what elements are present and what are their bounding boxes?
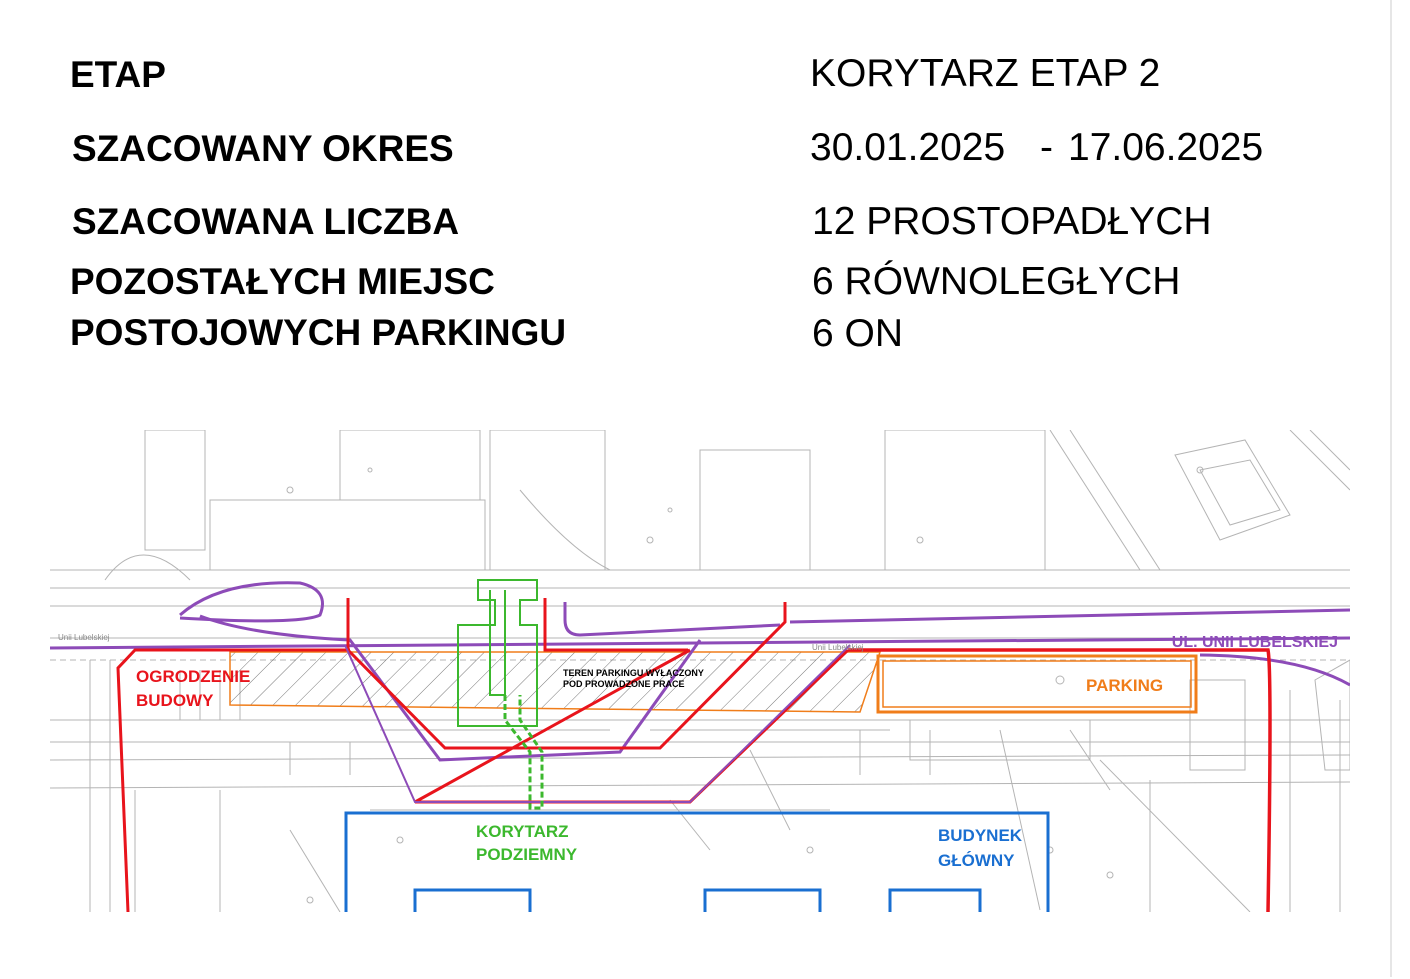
street-line [50,581,1350,762]
parking-label: PARKING [1086,676,1163,695]
construction-fence [116,598,1272,912]
street-small-label-left: Unii Lubelskiej [58,633,110,642]
liczba-label-line1: SZACOWANA LICZBA [72,201,460,242]
okres-end: 17.06.2025 [1068,126,1264,169]
etap-value: KORYTARZ ETAP 2 [810,52,1161,95]
underground-corridor [457,579,544,810]
okres-label: SZACOWANY OKRES [72,128,454,169]
parking-area [876,654,1198,714]
etap-label: ETAP [70,54,166,95]
liczba-value-parallel: 6 RÓWNOLEGŁYCH [812,260,1181,303]
main-building [344,811,1050,912]
liczba-label-line3: POSTOJOWYCH PARKINGU [70,312,567,353]
liczba-value-perpendicular: 12 PROSTOPADŁYCH [812,200,1212,243]
site-map: UL. UNII LUBELSKIEJ Unii Lubelskiej Unii… [50,430,1350,912]
street-label: UL. UNII LUBELSKIEJ [1172,634,1338,651]
excluded-note-line2: POD PROWADZONE PRACE [563,679,685,689]
fence-lower-loop [344,644,851,803]
fence-label-line1: OGRODZENIE [136,667,250,686]
building-label-line2: GŁÓWNY [938,851,1015,870]
liczba-value-disabled: 6 ON [812,312,904,355]
liczba-label-line2: POZOSTAŁYCH MIEJSC [70,261,495,302]
street-small-label-mid: Unii Lubelskiej [812,643,864,652]
corridor-label-line2: PODZIEMNY [476,845,578,864]
excluded-parking-area [229,651,882,713]
okres-start: 30.01.2025 [810,126,1006,169]
excluded-note-line1: TEREN PARKINGU WYŁĄCZONY [563,668,704,678]
corridor-label-line1: KORYTARZ [476,822,569,841]
okres-separator: - [1040,126,1053,169]
fence-label-line2: BUDOWY [136,691,214,710]
building-label-line1: BUDYNEK [938,826,1023,845]
